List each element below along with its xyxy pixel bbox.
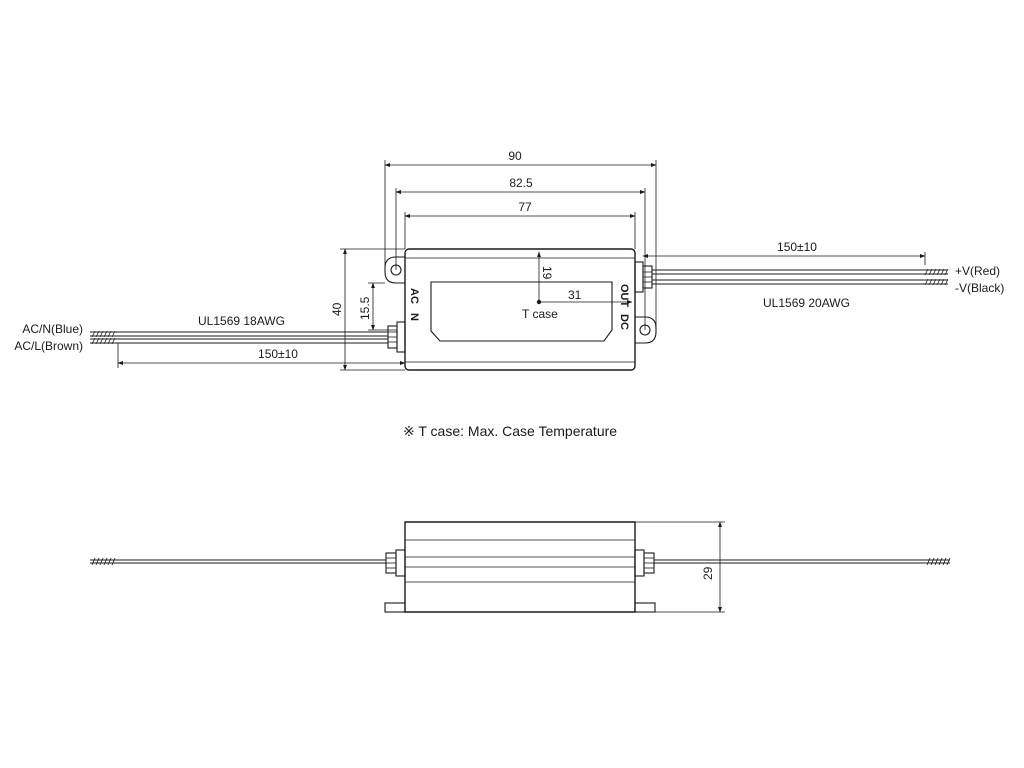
- side-left-foot: [384, 602, 406, 613]
- dim-tcase-horizontal: 31: [568, 288, 582, 302]
- ac-in-label-1: AC: [408, 288, 420, 304]
- tcase-note: ※ T case: Max. Case Temperature: [403, 423, 617, 439]
- output-wires: [652, 268, 949, 286]
- right-mounting-ear: [635, 316, 657, 344]
- dim-overall-width: 90: [508, 149, 522, 163]
- label-recess: [430, 281, 613, 342]
- dim-height: 40: [330, 302, 344, 316]
- side-view: 29: [90, 521, 951, 613]
- ac-n-label: AC/N(Blue): [22, 322, 83, 336]
- input-wires: [90, 330, 388, 345]
- top-view: AC N OUT DC T case 19 31 90 82.5 77 40: [14, 149, 1004, 371]
- output-cable-gland: [634, 261, 653, 293]
- dim-tcase-vertical: 19: [540, 266, 554, 280]
- dim-output-wire-length: 150±10: [777, 240, 817, 254]
- ac-in-label-2: N: [408, 313, 420, 321]
- dim-input-wire-length: 150±10: [258, 347, 298, 361]
- left-mounting-ear: [384, 256, 405, 284]
- input-cable-label: UL1569 18AWG: [198, 314, 285, 328]
- dim-body-width: 77: [518, 200, 532, 214]
- housing-body: [404, 248, 636, 371]
- dc-out-label-2: OUT: [618, 284, 630, 308]
- v-neg-label: -V(Black): [955, 281, 1004, 295]
- side-right-gland: [634, 549, 655, 577]
- tcase-label: T case: [522, 307, 558, 321]
- input-cable-gland: [387, 321, 406, 353]
- dim-mount-offset: 15.5: [358, 296, 372, 320]
- dc-out-label-1: DC: [618, 314, 630, 330]
- dim-side-height: 29: [701, 566, 715, 580]
- side-right-foot: [634, 602, 656, 613]
- ac-l-label: AC/L(Brown): [14, 339, 83, 353]
- v-pos-label: +V(Red): [955, 264, 1000, 278]
- dim-mount-width: 82.5: [509, 176, 533, 190]
- side-left-gland: [385, 549, 406, 577]
- output-cable-label: UL1569 20AWG: [763, 296, 850, 310]
